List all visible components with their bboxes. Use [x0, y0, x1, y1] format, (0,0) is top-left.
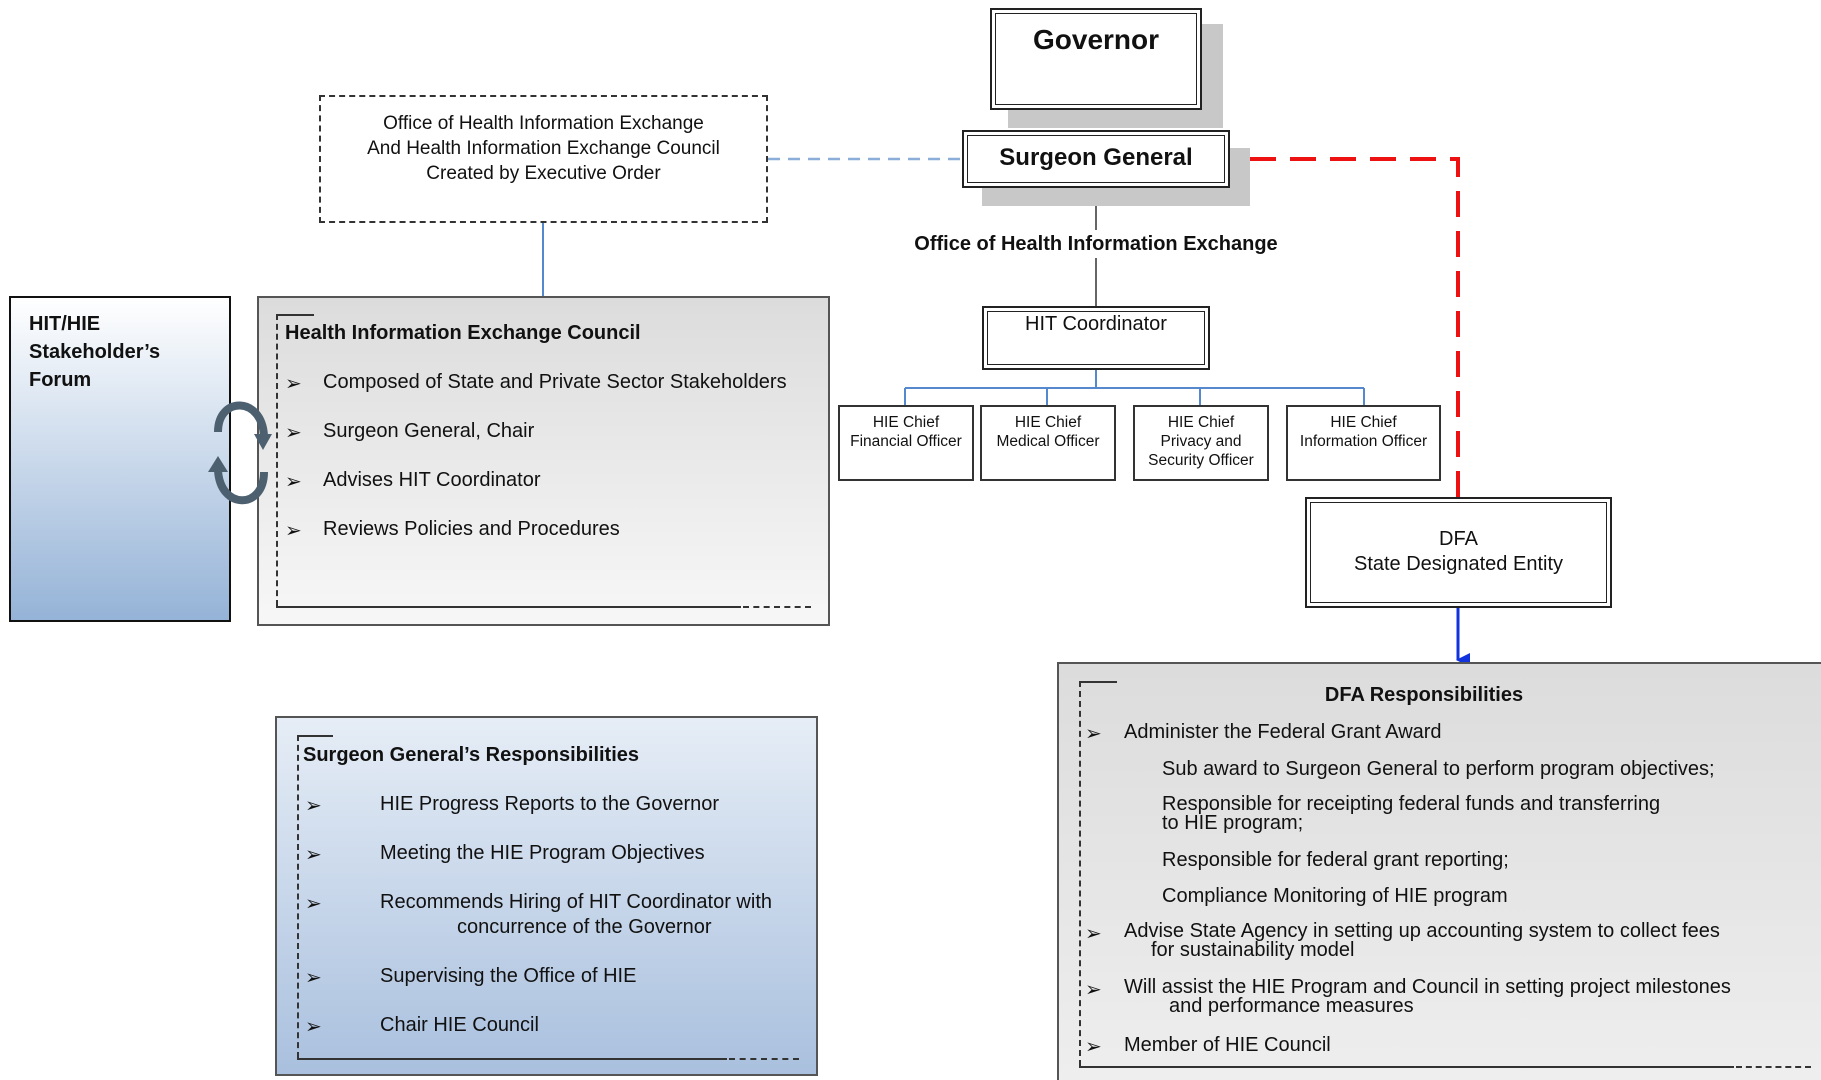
council-bullet-1: ➢ [285, 373, 302, 395]
dfa-resp-line-4: to HIE program; [1162, 812, 1304, 834]
officer-privacy-line-1: HIE Chief [1167, 414, 1235, 431]
dfa-resp-line-6: Compliance Monitoring of HIE program [1162, 885, 1508, 907]
forum-line-1: HIT/HIE [29, 313, 101, 335]
officer-medical-line-2: Medical Officer [996, 433, 1100, 450]
council-item-1: Composed of State and Private Sector Sta… [323, 371, 787, 393]
surgeon-general-label: Surgeon General [999, 144, 1193, 171]
dfa-resp-bullet-2: ➢ [1085, 923, 1102, 945]
cycle-arrows-icon [208, 401, 272, 505]
hit-coordinator-box: HIT Coordinator [982, 306, 1210, 370]
stakeholder-forum-box: HIT/HIE Stakeholder’s Forum [9, 296, 231, 622]
sg-resp-item-3: Recommends Hiring of HIT Coordinator wit… [380, 891, 773, 913]
dfa-resp-line-11: Member of HIE Council [1124, 1034, 1331, 1056]
office-order-box: Office of Health Information Exchange An… [319, 95, 768, 223]
council-item-2: Surgeon General, Chair [323, 420, 535, 442]
council-bullet-2: ➢ [285, 422, 302, 444]
governor-box: Governor [990, 8, 1202, 110]
sg-responsibilities-box: Surgeon General’s Responsibilities ➢ HIE… [275, 716, 818, 1076]
council-bullet-4: ➢ [285, 520, 302, 542]
dfa-resp-bullet-1: ➢ [1085, 723, 1102, 745]
sg-resp-title: Surgeon General’s Responsibilities [303, 744, 640, 766]
dfa-resp-line-1: Administer the Federal Grant Award [1124, 721, 1442, 743]
office-order-line-2: And Health Information Exchange Council [367, 138, 720, 159]
hie-council-box: Health Information Exchange Council ➢ Co… [257, 296, 830, 626]
officer-privacy-box: HIE Chief Privacy and Security Officer [1133, 405, 1269, 481]
sg-resp-bullet-5: ➢ [305, 1016, 322, 1038]
dfa-resp-line-8: for sustainability model [1151, 939, 1355, 961]
office-order-line-3: Created by Executive Order [426, 163, 661, 184]
dfa-responsibilities-box: DFA Responsibilities ➢ Administer the Fe… [1057, 662, 1821, 1080]
officer-information-line-1: HIE Chief [1330, 414, 1397, 431]
forum-line-2: Stakeholder’s [29, 341, 161, 363]
dfa-resp-bullet-4: ➢ [1085, 1036, 1102, 1058]
dfa-to-sg-red-arrow [1233, 153, 1460, 497]
forum-line-3: Forum [29, 369, 92, 391]
governor-label: Governor [1032, 24, 1160, 55]
sg-resp-bullet-3: ➢ [305, 893, 322, 915]
officer-privacy-line-3: Security Officer [1148, 452, 1254, 469]
sg-resp-bullet-4: ➢ [305, 967, 322, 989]
office-hie-label: Office of Health Information Exchange [880, 233, 1312, 256]
council-item-4: Reviews Policies and Procedures [323, 518, 620, 540]
officer-medical-box: HIE Chief Medical Officer [980, 405, 1116, 481]
sg-resp-bullet-2: ➢ [305, 844, 322, 866]
sg-resp-item-5: Chair HIE Council [380, 1014, 539, 1036]
sg-resp-bullet-1: ➢ [305, 795, 322, 817]
dfa-line-2: State Designated Entity [1353, 553, 1563, 575]
sg-resp-item-4: Supervising the Office of HIE [380, 965, 637, 987]
council-title: Health Information Exchange Council [285, 322, 641, 344]
council-item-3: Advises HIT Coordinator [323, 469, 541, 491]
dfa-line-1: DFA [1439, 528, 1478, 550]
dfa-resp-line-2: Sub award to Surgeon General to perform … [1162, 758, 1715, 780]
surgeon-general-box: Surgeon General [962, 130, 1230, 188]
office-order-line-1: Office of Health Information Exchange [383, 113, 704, 134]
sg-resp-item-1: HIE Progress Reports to the Governor [380, 793, 720, 815]
dfa-box: DFA State Designated Entity [1305, 497, 1612, 608]
officer-information-line-2: Information Officer [1299, 433, 1428, 450]
officer-financial-box: HIE Chief Financial Officer [838, 405, 974, 481]
dfa-resp-title: DFA Responsibilities [1324, 684, 1524, 706]
officer-privacy-line-2: Privacy and [1160, 433, 1242, 450]
officer-financial-line-1: HIE Chief [872, 414, 940, 431]
officer-medical-line-1: HIE Chief [1014, 414, 1082, 431]
council-bullet-3: ➢ [285, 471, 302, 493]
dfa-resp-line-5: Responsible for federal grant reporting; [1162, 849, 1509, 871]
dfa-resp-bullet-3: ➢ [1085, 979, 1102, 1001]
officer-information-box: HIE Chief Information Officer [1286, 405, 1441, 481]
sg-resp-item-3-cont: concurrence of the Governor [457, 916, 712, 938]
dfa-resp-line-10: and performance measures [1169, 995, 1414, 1017]
dfa-resp-line-9: Will assist the HIE Program and Council … [1124, 976, 1731, 998]
officer-financial-line-2: Financial Officer [850, 433, 962, 450]
sg-resp-item-2: Meeting the HIE Program Objectives [380, 842, 705, 864]
dfa-resp-line-7: Advise State Agency in setting up accoun… [1124, 920, 1720, 942]
hit-coordinator-label: HIT Coordinator [1025, 313, 1167, 335]
dfa-resp-line-3: Responsible for receipting federal funds… [1162, 793, 1661, 815]
